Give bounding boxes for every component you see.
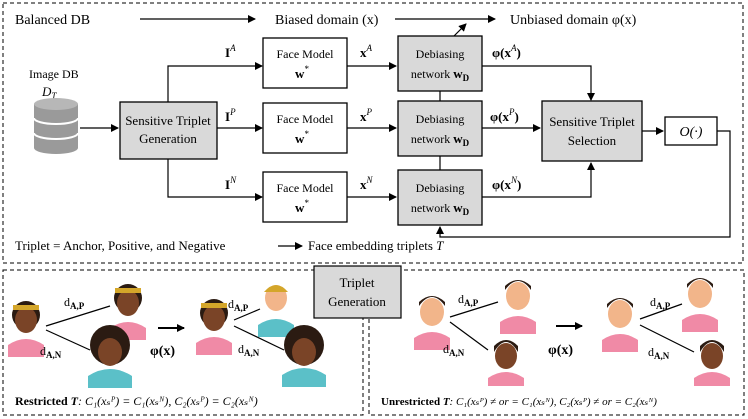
image-db-symbol: DT [41, 84, 57, 101]
cost-label: O(·) [680, 125, 703, 140]
embedding-label: Face embedding triplets T [308, 238, 444, 253]
right-mapped-avatar-positive [682, 278, 718, 332]
right-caption: Unrestricted T: C₁(xₛᴾ) ≠ or = C₁(xₛᴺ), … [381, 396, 657, 408]
left-caption: Restricted T: C₁(xₛᴾ) = C₁(xₛᴺ), C₂(xₛᴾ)… [15, 394, 258, 408]
image-db-title: Image DB [29, 67, 79, 81]
feature-label-positive: xP [360, 107, 373, 124]
right-dist-an-line [449, 321, 489, 351]
biased-domain-label: Biased domain (x) [275, 13, 379, 28]
triplet-generation-line1: Triplet [340, 275, 375, 290]
generation-line2: Generation [139, 131, 197, 146]
input-label-positive: IP [225, 107, 236, 124]
balanced-db-label: Balanced DB [15, 13, 90, 28]
right-dist-an-label: dA,N [443, 342, 465, 358]
unbiased-domain-label: Unbiased domain φ(x) [510, 13, 637, 28]
left-dist-ap-label: dA,P [64, 295, 85, 311]
svg-text:Face Model: Face Model [277, 47, 335, 61]
input-label-negative: IN [225, 175, 237, 192]
left-mapped-dist-ap-line [233, 308, 261, 321]
left-mapped-dist-ap-label: dA,P [228, 297, 249, 313]
right-dist-ap-label: dA,P [458, 292, 479, 308]
left-mapped-avatar-negative [282, 325, 326, 387]
svg-text:network wD: network wD [411, 131, 470, 148]
debias-network-negative: Debiasing network wD [397, 169, 483, 226]
input-label-anchor: IA [225, 43, 236, 60]
svg-text:Debiasing: Debiasing [416, 47, 465, 61]
feature-label-negative: xN [360, 175, 374, 192]
debias-network-anchor: Debiasing network wD [397, 35, 483, 92]
top-panel-border [2, 2, 744, 264]
svg-text:w*: w* [295, 64, 309, 81]
database-icon [33, 98, 79, 154]
left-avatar-negative [88, 325, 132, 388]
generation-box [119, 101, 218, 160]
debias-update-arrow [453, 23, 467, 37]
right-mapped-dist-ap-label: dA,P [650, 295, 671, 311]
output-label-positive: φ(xP) [490, 107, 519, 124]
left-dist-an-line [45, 329, 91, 351]
right-dist-ap-line [449, 301, 499, 318]
svg-text:w*: w* [295, 198, 309, 215]
debias-network-positive: Debiasing network wD [397, 100, 483, 157]
right-avatar-positive [500, 280, 536, 334]
svg-text:Debiasing: Debiasing [416, 112, 465, 126]
output-label-anchor: φ(xA) [492, 43, 521, 60]
output-negative-arrow [482, 162, 595, 198]
svg-text:Face Model: Face Model [277, 181, 335, 195]
right-avatar-anchor [414, 296, 450, 350]
generation-line1: Sensitive Triplet [125, 113, 211, 128]
left-phi-label: φ(x) [150, 344, 175, 359]
face-model-positive: Face Model w* [262, 102, 348, 154]
feature-label-anchor: xA [360, 43, 373, 60]
face-model-anchor: Face Model w* [262, 37, 348, 89]
feedback-arrow [436, 130, 731, 238]
triplet-definition: Triplet = Anchor, Positive, and Negative [15, 238, 226, 253]
right-mapped-dist-an-line [639, 324, 695, 353]
face-model-negative: Face Model w* [262, 171, 348, 223]
triplet-generation-line2: Generation [328, 294, 386, 309]
svg-text:Face Model: Face Model [277, 112, 335, 126]
right-phi-label: φ(x) [548, 343, 573, 358]
right-mapped-avatar-anchor [602, 298, 638, 352]
selection-box [541, 100, 643, 162]
output-anchor-arrow [482, 65, 595, 101]
svg-text:network wD: network wD [411, 200, 470, 217]
right-mapped-dist-ap-line [639, 303, 683, 320]
right-panel-border [368, 269, 745, 416]
left-avatar-anchor [8, 301, 44, 357]
branch-negative-arrow [167, 159, 263, 201]
svg-text:Debiasing: Debiasing [416, 181, 465, 195]
left-dist-an-label: dA,N [40, 344, 62, 360]
branch-anchor-arrow [167, 62, 263, 102]
right-mapped-avatar-negative [694, 340, 730, 386]
left-dist-ap-line [45, 305, 111, 327]
svg-text:w*: w* [295, 129, 309, 146]
selection-line1: Sensitive Triplet [549, 114, 635, 129]
left-mapped-dist-an-label: dA,N [238, 342, 260, 358]
right-mapped-dist-an-label: dA,N [648, 345, 670, 361]
left-mapped-avatar-anchor [196, 299, 232, 355]
triplet-generation-label-box [313, 265, 402, 319]
left-mapped-dist-an-line [233, 325, 285, 351]
right-avatar-negative [488, 340, 524, 386]
selection-line2: Selection [568, 133, 617, 148]
output-label-negative: φ(xN) [492, 175, 521, 192]
svg-text:network wD: network wD [411, 66, 470, 83]
left-mapped-avatar-positive [258, 285, 294, 337]
